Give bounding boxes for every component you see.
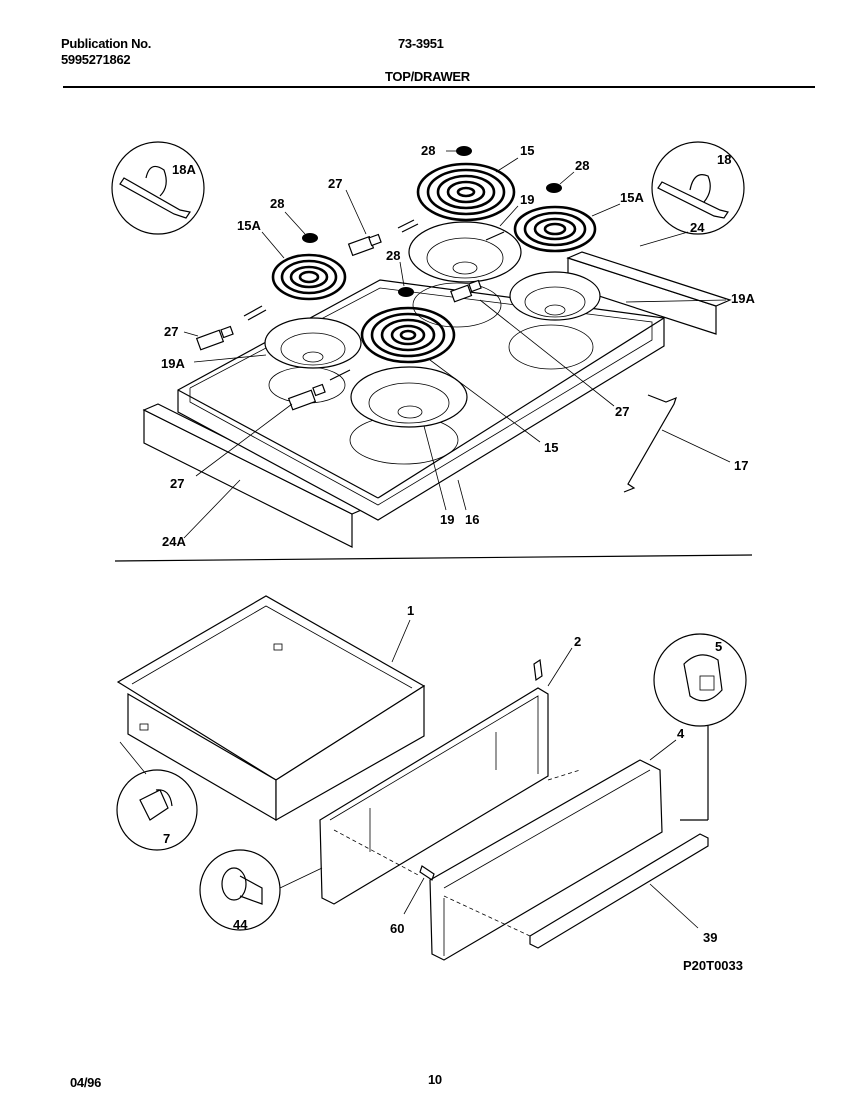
detail-circle-18	[651, 141, 745, 235]
model-number: 73-3951	[398, 36, 444, 51]
drip-bowl-19A-right	[509, 271, 601, 321]
callout-60: 60	[390, 921, 404, 936]
detail-circle-18A	[111, 141, 205, 235]
callout-2: 2	[574, 634, 581, 649]
callout-1: 1	[407, 603, 414, 618]
callout-labels: 28 15 28 18 18A 27 28 15A 19 15A 24 28 1…	[161, 143, 755, 973]
receptacle-27-c	[287, 383, 326, 411]
ring-28-left	[302, 233, 318, 243]
page-number: 10	[428, 1072, 442, 1087]
receptacle-27-b	[195, 325, 234, 351]
detail-circle-44	[199, 849, 323, 931]
callout-18: 18	[717, 152, 731, 167]
terminal-leads	[243, 219, 505, 381]
surface-element-15-front	[360, 306, 456, 364]
burner-opening-rear-right	[508, 324, 594, 370]
drip-bowl-19A-left	[264, 317, 362, 369]
screw-60	[419, 865, 435, 881]
surface-element-15A-right	[513, 205, 597, 253]
drawer-assembly	[116, 595, 709, 961]
callout-19: 19	[440, 512, 454, 527]
callout-27: 27	[328, 176, 342, 191]
rear-trim-top	[566, 251, 732, 307]
drawer-rear	[275, 684, 425, 822]
leader-lines-top	[183, 150, 731, 539]
drip-bowl-19-rear	[408, 221, 522, 283]
callout-15A: 15A	[620, 190, 644, 205]
callout-27: 27	[164, 324, 178, 339]
callout-19: 19	[520, 192, 534, 207]
callout-19A: 19A	[731, 291, 755, 306]
detail-circle-7	[116, 741, 198, 851]
section-title: TOP/DRAWER	[385, 69, 470, 84]
receptacle-27-a	[347, 233, 382, 257]
surface-element-15-rear	[416, 162, 516, 222]
ring-28-center	[398, 287, 414, 297]
receptacle-27-d	[450, 279, 482, 303]
publication-label: Publication No.	[61, 36, 152, 51]
drawer-panel-4	[429, 759, 663, 961]
callout-27: 27	[170, 476, 184, 491]
drip-bowl-19-front	[350, 366, 468, 428]
callout-17: 17	[734, 458, 748, 473]
callout-39: 39	[703, 930, 717, 945]
callout-28: 28	[270, 196, 284, 211]
callout-28: 28	[386, 248, 400, 263]
callout-15A: 15A	[237, 218, 261, 233]
footer-date: 04/96	[70, 1075, 102, 1090]
callout-24: 24	[690, 220, 705, 235]
drawer-trim-39	[529, 833, 709, 949]
callout-15: 15	[544, 440, 558, 455]
publication-number: 5995271862	[61, 52, 131, 67]
callout-7: 7	[163, 831, 170, 846]
callout-15: 15	[520, 143, 534, 158]
diagram-code: P20T0033	[683, 958, 743, 973]
callout-19A: 19A	[161, 356, 185, 371]
leader-lines-bottom	[391, 619, 699, 929]
callout-24A: 24A	[162, 534, 186, 549]
callout-28: 28	[421, 143, 435, 158]
screw-2	[533, 658, 543, 682]
callout-44: 44	[233, 917, 248, 932]
support-rod-17	[623, 394, 677, 493]
section-divider	[114, 554, 753, 562]
burner-opening-rear-center	[412, 282, 502, 328]
callout-5: 5	[715, 639, 722, 654]
cooktop-assembly	[142, 146, 732, 548]
surface-element-15A-left	[271, 253, 347, 301]
callout-28: 28	[575, 158, 589, 173]
callout-4: 4	[677, 726, 685, 741]
header-rule	[63, 86, 815, 88]
callout-18A: 18A	[172, 162, 196, 177]
detail-circle-5	[653, 633, 747, 821]
callout-16: 16	[465, 512, 479, 527]
ring-28-top	[456, 146, 472, 156]
drawer-front-2	[319, 687, 549, 905]
ring-28-right	[546, 183, 562, 193]
callout-27: 27	[615, 404, 629, 419]
